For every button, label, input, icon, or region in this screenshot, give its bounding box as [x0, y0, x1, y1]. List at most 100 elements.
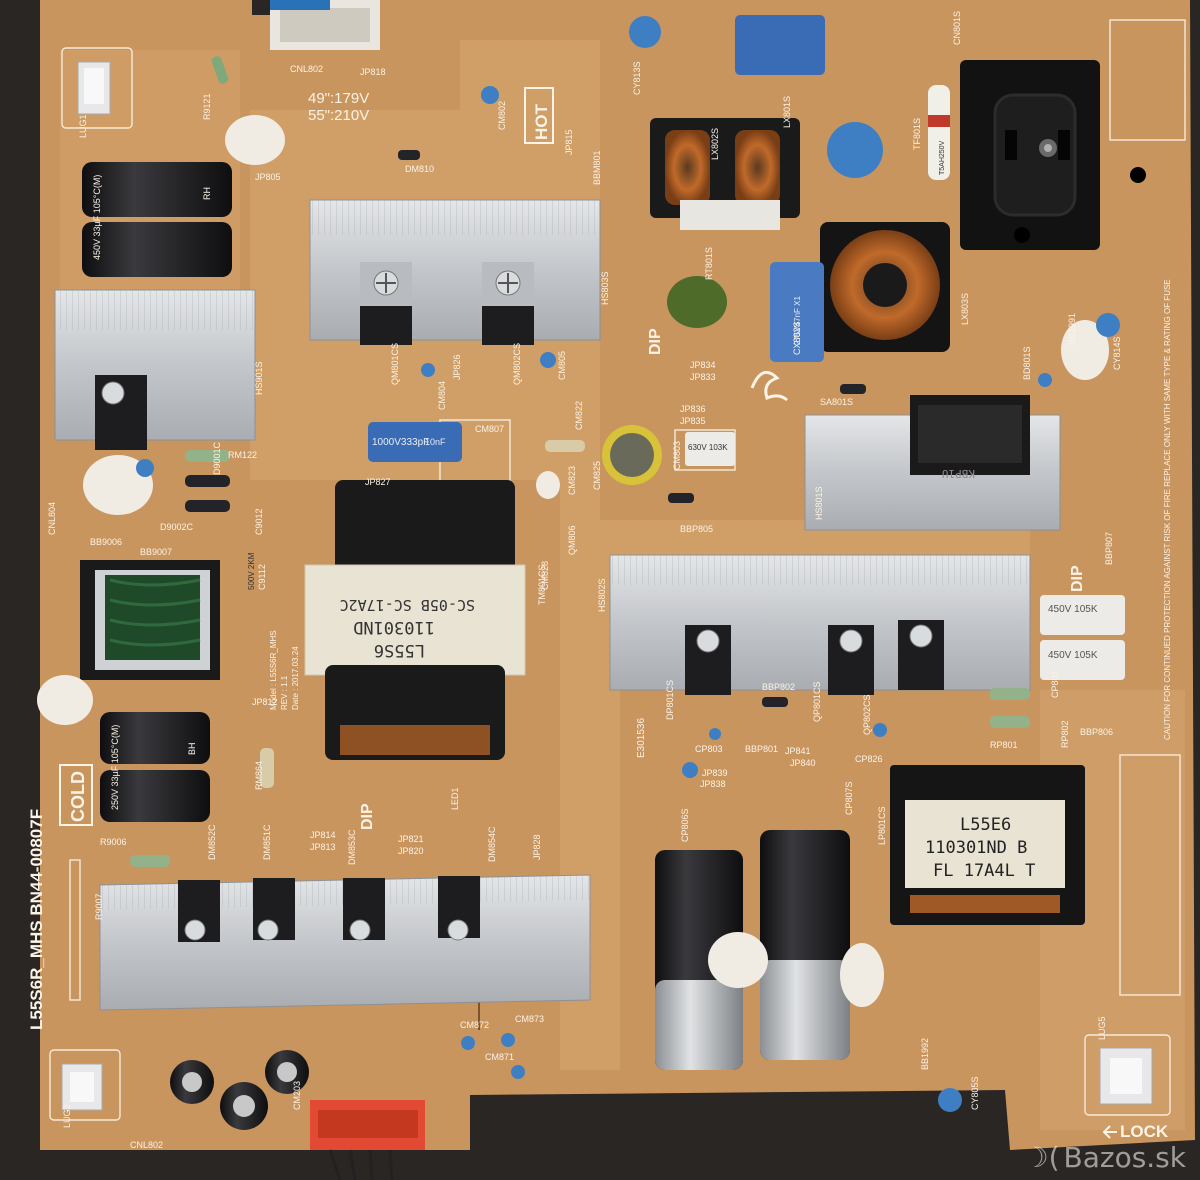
ref-jp814: JP814 — [310, 830, 336, 840]
blue-disc-vx801s — [827, 122, 883, 178]
rev-line: REV : 1.1 — [280, 675, 289, 710]
ref-qp802cs: QP802CS — [862, 694, 872, 735]
secondary-transformer-label-2: 110301ND B — [925, 838, 1027, 858]
date-line: Date : 2017.03.24 — [291, 646, 300, 710]
ref-cm825: CM825 — [592, 461, 602, 490]
ref-lx802s: LX802S — [710, 128, 720, 160]
ref-cm804: CM804 — [437, 381, 447, 410]
ref-cx802s: CX802S — [792, 321, 802, 355]
ref-r9006: R9006 — [100, 837, 127, 847]
cap-250v-bottom — [100, 712, 210, 822]
ref-cnl804: CNL804 — [47, 502, 57, 535]
ref-hs901s: HS901S — [254, 361, 264, 395]
ref-hs803s: HS803S — [600, 271, 610, 305]
ref-bbm801: BBM801 — [592, 150, 602, 185]
watermark: ☽( Bazos.sk — [1023, 1141, 1186, 1174]
ref-jp813: JP813 — [310, 842, 336, 852]
ref-bd801s: BD801S — [1022, 346, 1032, 380]
ref-dm853c: DM853C — [347, 829, 357, 865]
diodes-bottom-heatsink — [178, 876, 480, 942]
ref-jp821: JP821 — [398, 834, 424, 844]
blue-cap-label: 1000V333pF — [372, 437, 429, 448]
main-transformer-label-3: SC-05B SC-17A2C — [340, 596, 475, 614]
ref-c9012: C9012 — [254, 508, 264, 535]
ref-jp828: JP828 — [532, 834, 542, 860]
bazos-swirl-icon: ☽( — [1023, 1141, 1060, 1174]
ref-rp801: RP801 — [990, 740, 1018, 750]
ref-lug1: LUG1 — [78, 114, 88, 138]
heatsink-hs802s — [609, 554, 1031, 691]
cold-label: COLD — [59, 764, 93, 826]
ref-lug2: LUG2 — [62, 1104, 72, 1128]
small-caps-bottom — [170, 1050, 309, 1130]
ref-dm810: DM810 — [405, 164, 434, 174]
ref-d9001c: D9001C — [212, 441, 222, 475]
ref-bbp802: BBP802 — [762, 682, 795, 692]
ref-bb1992: BB1992 — [920, 1038, 930, 1070]
isolation-slot — [252, 0, 274, 15]
blue-cap-cx802s — [770, 262, 824, 362]
mosfet-qp802cs — [898, 620, 944, 690]
ref-lx803s: LX803S — [960, 293, 970, 325]
toroid-lx803s — [820, 222, 950, 352]
ref-c9112: C9112 — [257, 564, 267, 590]
ref-cm203: CM203 — [292, 1081, 302, 1110]
mosfet-qp801cs — [828, 625, 874, 695]
ref-dm851c: DM851C — [262, 824, 272, 860]
connector-top — [270, 0, 380, 50]
voltage-55: 55":210V — [308, 107, 369, 124]
heatsink-hs803s — [309, 199, 601, 341]
lug5 — [1099, 1047, 1153, 1105]
ref-cp806s: CP806S — [680, 808, 690, 842]
power-socket-cn801s — [960, 60, 1146, 250]
main-transformer-label-1: L55S6 — [374, 640, 425, 660]
ref-cm807: CM807 — [475, 424, 504, 434]
ceramic-label: 630V 103K — [688, 443, 728, 452]
ref-cm873: CM873 — [515, 1014, 544, 1024]
caution-text: CAUTION FOR CONTINUED PROTECTION AGAINST… — [1163, 279, 1172, 740]
samsung-logo-mark — [750, 370, 788, 402]
fuse-tf801s — [928, 85, 950, 180]
bridge-rectifier — [910, 395, 1030, 475]
ref-lx801s: LX801S — [782, 96, 792, 128]
ref-jp839: JP839 — [702, 768, 728, 778]
blue-cap-top — [735, 15, 825, 75]
ref-rp802: RP802 — [1060, 720, 1070, 748]
ceramic-cm803 — [685, 432, 735, 466]
x2-cap-label: 275V47nF X1 — [793, 296, 802, 345]
ref-jp820: JP820 — [398, 846, 424, 856]
ref-jp812: JP812 — [252, 697, 278, 707]
ref-cm822: CM822 — [574, 401, 584, 430]
ref-cm872: CM872 — [460, 1020, 489, 1030]
voltage-49: 49":179V — [308, 90, 369, 107]
ref-r9121: R9121 — [202, 93, 212, 120]
heatsink-hs901s — [54, 289, 256, 441]
ref-qm802cs: QM802CS — [512, 343, 522, 385]
resistors — [130, 56, 1030, 867]
ref-jp838: JP838 — [700, 779, 726, 789]
ref-cm828: CM828 — [540, 561, 550, 590]
ref-cp801: CP801 — [1050, 670, 1060, 698]
ref-lp801cs: LP801CS — [877, 806, 887, 845]
ref-cp826: CP826 — [855, 754, 883, 764]
ref-cy814s: CY814S — [1112, 336, 1122, 370]
ref-tf801s: TF801S — [912, 118, 922, 150]
film-cap-cp801 — [1040, 595, 1125, 680]
ref-qp801cs: QP801CS — [812, 681, 822, 722]
ref-jp833: JP833 — [690, 372, 716, 382]
ref-jp818: JP818 — [360, 67, 386, 77]
dip-label-1: DIP — [647, 328, 664, 355]
cold-label-text: COLD — [68, 771, 88, 822]
ref-cn801s: CN801S — [952, 11, 962, 45]
ref-bbp801: BBP801 — [745, 744, 778, 754]
film-cap-2-label: 450V 105K — [1048, 650, 1098, 661]
dip-label-3: DIP — [1069, 565, 1086, 592]
dip-label-2: DIP — [359, 803, 376, 830]
secondary-transformer — [890, 765, 1085, 925]
ref-bb9006: BB9006 — [90, 537, 122, 547]
main-transformer — [304, 480, 526, 760]
glue-blobs — [37, 115, 1109, 1007]
cap-cm825 — [602, 425, 662, 485]
blue-cap-2-label: 10nF — [425, 437, 446, 447]
